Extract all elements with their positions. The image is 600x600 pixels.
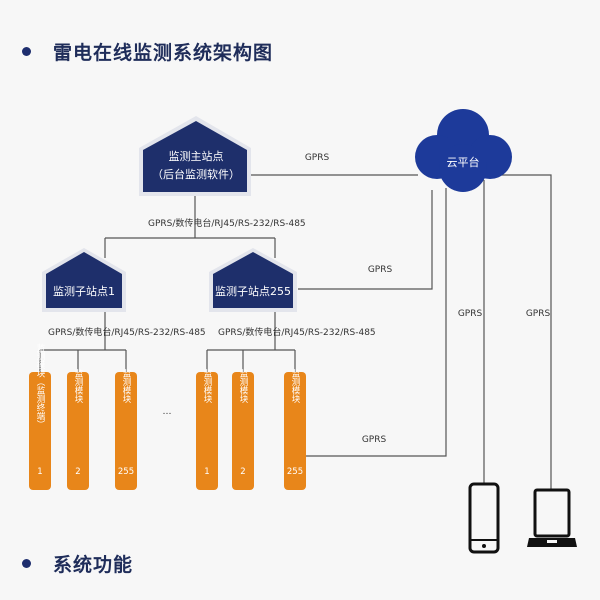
module-box: [232, 372, 254, 490]
architecture-title: 雷电在线监测系统架构图: [53, 42, 274, 64]
link-label-sub255-modules: GPRS/数传电台/RJ45/RS-232/RS-485: [218, 326, 376, 338]
module-group-2: 监测模块 1 监测模块 2 监测模块 255: [196, 368, 306, 490]
module-box: [284, 372, 306, 490]
sub-station-1: 监测子站点1: [42, 248, 126, 312]
link-label-sub1-modules: GPRS/数传电台/RJ45/RS-232/RS-485: [48, 326, 206, 338]
module-box: [29, 372, 51, 490]
module-text: 监测模块: [73, 368, 83, 404]
architecture-heading: 雷电在线监测系统架构图: [22, 38, 273, 65]
module-box: [67, 372, 89, 490]
functions-title: 系统功能: [53, 554, 134, 576]
module-text: 监测模块: [202, 368, 212, 404]
sub-station-255: 监测子站点255: [209, 248, 297, 312]
bullet-dot: [22, 559, 31, 568]
module-text: 监测模块: [238, 368, 248, 404]
modules-ellipsis: …: [163, 407, 172, 417]
module-text: 监测模块: [290, 368, 300, 404]
phone-icon: [468, 482, 500, 554]
sub-station-1-label: 监测子站点1: [53, 284, 115, 298]
bullet-dot: [22, 47, 31, 56]
module-number: 2: [240, 467, 245, 477]
master-station: 监测主站点 （后台监测软件）: [139, 116, 251, 196]
sub-station-255-label: 监测子站点255: [215, 284, 291, 298]
module-box: [196, 372, 218, 490]
link-label-master-cloud: GPRS: [305, 153, 330, 163]
master-station-title: 监测主站点: [169, 149, 224, 163]
module-number: 2: [75, 467, 80, 477]
link-label-module-cloud: GPRS: [362, 435, 387, 445]
module-number: 1: [37, 467, 42, 477]
module-text: 监测模块: [121, 368, 131, 404]
module-number: 1: [204, 467, 209, 477]
laptop-icon: [527, 488, 577, 547]
functions-heading: 系统功能: [22, 550, 133, 577]
module-number: 255: [287, 467, 303, 477]
link-label-master-subs: GPRS/数传电台/RJ45/RS-232/RS-485: [148, 217, 306, 229]
connection-lines: [39, 174, 552, 490]
link-label-cloud-phone: GPRS: [458, 309, 483, 319]
link-label-sub-cloud: GPRS: [368, 265, 393, 275]
module-group-1: 监测模块（监测终端） 1 监测模块 2 监测模块 255: [29, 343, 137, 490]
master-station-subtitle: （后台监测软件）: [152, 167, 240, 181]
module-text: 监测模块（监测终端）: [35, 343, 45, 429]
link-label-cloud-laptop: GPRS: [526, 309, 551, 319]
cloud-icon: 云平台: [415, 109, 512, 192]
module-number: 255: [118, 467, 134, 477]
module-box: [115, 372, 137, 490]
cloud-platform-label: 云平台: [447, 155, 480, 169]
